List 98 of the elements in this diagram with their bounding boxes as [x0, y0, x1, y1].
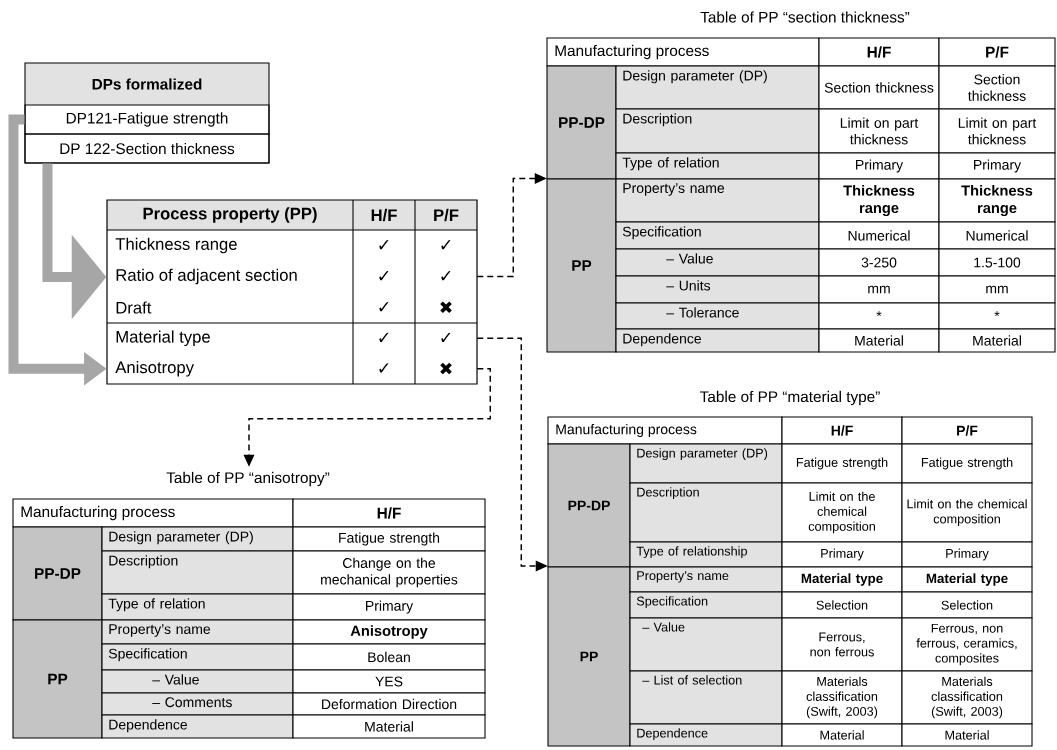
data-cell: Material: [938, 328, 1056, 353]
row-label-cell: Type of relation: [615, 152, 820, 180]
header-cell: P/F: [901, 416, 1033, 445]
data-cell: *: [818, 302, 940, 330]
data-cell: Limit on part thickness: [818, 108, 940, 154]
data-cell: Selection: [781, 591, 903, 619]
row-label: Draft: [116, 301, 152, 314]
row-label-cell: Specification: [629, 591, 783, 619]
row-label-cell: Design parameter (DP): [629, 443, 783, 484]
row-label-cell: – Tolerance: [615, 302, 820, 330]
mark-symbol: ✖: [440, 301, 452, 313]
table-title: Table of PP “section thickness”: [700, 11, 910, 23]
data-cell: mm: [818, 275, 940, 304]
table-heading: DPs formalized: [92, 78, 202, 90]
row-label-cell: Property’s name: [615, 178, 820, 223]
data-cell: Change on the mechanical properties: [292, 550, 486, 595]
header-cell: H/F: [292, 498, 486, 528]
data-cell: Ferrous, non ferrous: [781, 617, 903, 672]
mark-symbol: ✓: [441, 332, 451, 343]
header-cell: Manufacturing process: [12, 498, 294, 528]
row-label-cell: – Value: [629, 617, 783, 672]
data-cell: mm: [938, 275, 1056, 304]
data-cell: Limit on part thickness: [938, 108, 1056, 154]
row-label-cell: Specification: [615, 221, 820, 250]
group-cell: PP-DP: [546, 65, 617, 180]
header-cell: H/F: [781, 416, 903, 445]
data-cell: Material: [292, 714, 486, 739]
row-label: Anisotropy: [115, 361, 194, 377]
mark-symbol: ✓: [379, 302, 389, 312]
table-title: Table of PP “anisotropy”: [166, 471, 330, 487]
row-label-cell: – Comments: [101, 692, 294, 716]
data-cell: Primary: [938, 152, 1056, 180]
row-label-cell: Property’s name: [101, 619, 294, 645]
data-cell: *: [938, 302, 1056, 330]
data-cell: Primary: [901, 541, 1033, 568]
data-cell: Material type: [781, 566, 903, 593]
row-label: Material type: [116, 330, 210, 346]
data-cell: Primary: [292, 593, 486, 621]
data-cell: Material type: [901, 566, 1033, 593]
row-label-cell: – Value: [615, 248, 820, 277]
column-header: Process property (PP): [143, 207, 317, 223]
row-label-cell: Design parameter (DP): [101, 526, 294, 552]
mark-symbol: ✓: [441, 240, 451, 250]
data-cell: Anisotropy: [292, 619, 486, 645]
data-cell: Primary: [818, 152, 940, 180]
group-cell: PP: [547, 566, 631, 747]
column-header: P/F: [434, 208, 459, 222]
data-cell: 3-250: [818, 248, 940, 277]
data-cell: Primary: [781, 541, 903, 568]
row-label-cell: – Value: [101, 669, 294, 694]
row-label-cell: Design parameter (DP): [615, 65, 820, 110]
data-cell: Fatigue strength: [901, 443, 1033, 484]
row-label-cell: Specification: [101, 643, 294, 671]
row-label-cell: Property’s name: [629, 566, 783, 593]
data-cell: Section thickness: [818, 65, 940, 110]
data-cell: Fatigue strength: [781, 443, 903, 484]
data-cell: Fatigue strength: [292, 526, 486, 552]
row-label-cell: Dependence: [101, 714, 294, 739]
header-cell: H/F: [818, 37, 940, 67]
data-cell: Thickness range: [938, 178, 1056, 223]
row-label-cell: – Units: [615, 275, 820, 304]
table-row: DP 122-Section thickness: [24, 133, 270, 164]
data-cell: Material: [818, 328, 940, 353]
row-label-cell: Description: [615, 108, 820, 154]
group-cell: PP-DP: [12, 526, 103, 621]
row-label-cell: Description: [101, 550, 294, 595]
data-cell: Ferrous, non ferrous, ceramics, composites: [901, 617, 1033, 672]
row-label-cell: Type of relation: [101, 593, 294, 621]
group-cell: PP: [546, 178, 617, 353]
mark-symbol: ✓: [379, 240, 389, 250]
data-cell: Numerical: [818, 221, 940, 250]
mark-symbol: ✓: [379, 363, 389, 373]
table-row: DP121-Fatigue strength: [24, 104, 270, 135]
mark-symbol: ✓: [379, 271, 389, 281]
mark-symbol: ✓: [441, 271, 451, 281]
data-cell: Material: [901, 723, 1033, 747]
row-label-cell: Dependence: [629, 723, 783, 747]
row-label-cell: Type of relationship: [629, 541, 783, 568]
mark-symbol: ✓: [379, 332, 389, 343]
data-cell: 1.5-100: [938, 248, 1056, 277]
row-label: Ratio of adjacent section: [116, 268, 297, 285]
table-title: Table of PP “material type”: [700, 390, 880, 406]
header-cell: Manufacturing process: [547, 416, 783, 445]
header-cell: P/F: [938, 37, 1056, 67]
data-cell: Thickness range: [818, 178, 940, 223]
data-cell: Numerical: [938, 221, 1056, 250]
data-cell: YES: [292, 669, 486, 694]
data-cell: Bolean: [292, 643, 486, 671]
row-label: Thickness range: [115, 237, 237, 254]
row-label-cell: Dependence: [615, 328, 820, 353]
data-cell: Section thickness: [938, 65, 1056, 110]
data-cell: Selection: [901, 591, 1033, 619]
group-cell: PP-DP: [547, 443, 631, 568]
column-header: H/F: [371, 208, 397, 222]
data-cell: Material: [781, 723, 903, 747]
mark-symbol: ✖: [440, 362, 452, 375]
group-cell: PP: [12, 619, 103, 739]
data-cell: Deformation Direction: [292, 692, 486, 716]
